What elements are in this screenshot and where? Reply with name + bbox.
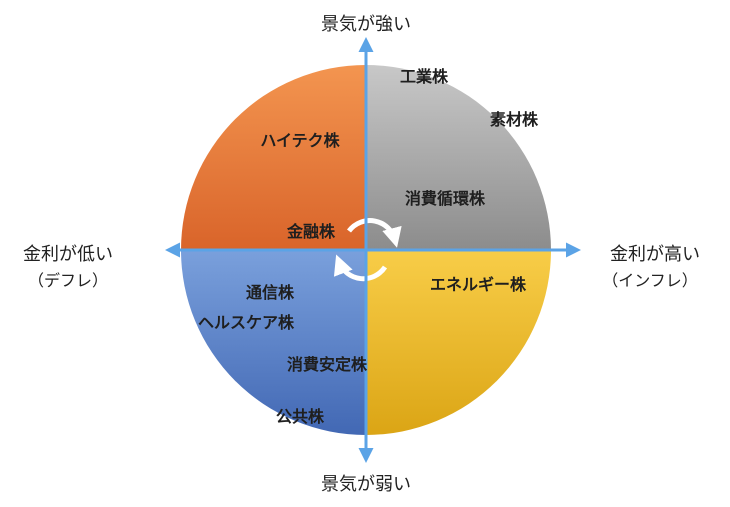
axis-label-right: 金利が高い <box>610 244 700 265</box>
quadrant-top-left <box>181 65 366 250</box>
sector-label-energy: エネルギー株 <box>430 275 527 294</box>
sector-label-consumer-cyclical: 消費循環株 <box>405 189 486 208</box>
sector-label-healthcare: ヘルスケア株 <box>198 313 295 332</box>
axis-label-left: 金利が低い <box>23 244 113 265</box>
sector-label-hightech: ハイテク株 <box>260 131 340 150</box>
sector-label-telecom: 通信株 <box>246 283 295 302</box>
sector-label-industrial: 工業株 <box>400 67 449 86</box>
axis-label-bottom: 景気が弱い <box>321 474 411 495</box>
axis-sublabel-right: （インフレ） <box>602 271 698 290</box>
quadrant-top-right <box>366 65 551 250</box>
sector-label-consumer-staples: 消費安定株 <box>287 355 368 374</box>
sector-label-materials: 素材株 <box>490 110 539 129</box>
quadrant-bottom-right <box>366 250 551 435</box>
axis-label-top: 景気が強い <box>321 14 411 35</box>
quadrant-bottom-left <box>181 250 366 435</box>
axis-sublabel-left: （デフレ） <box>28 271 108 290</box>
sector-label-utilities: 公共株 <box>276 407 325 426</box>
sector-label-financial: 金融株 <box>286 222 336 241</box>
cycle-arrow-upper <box>346 218 402 248</box>
